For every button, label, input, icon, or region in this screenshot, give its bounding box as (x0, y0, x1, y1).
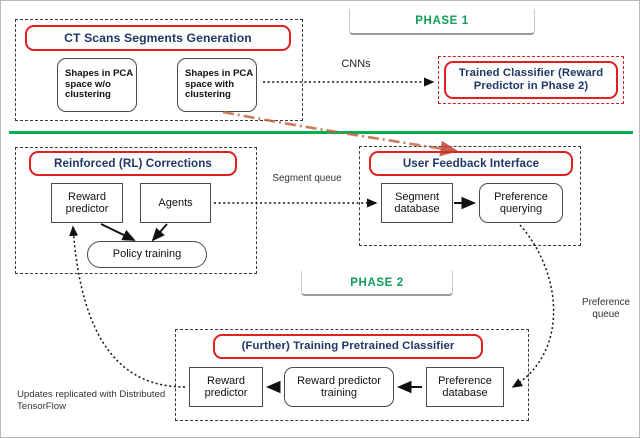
phase-1-label: PHASE 1 (415, 15, 469, 27)
further-training-title-text: (Further) Training Pretrained Classifier (241, 339, 455, 352)
preference-database-box: Preference database (426, 367, 504, 407)
segment-database-box: Segment database (381, 183, 453, 223)
rl-agents-label: Agents (158, 196, 193, 209)
preference-queue-label: Preference queue (582, 297, 630, 320)
segment-database-label: Segment database (394, 190, 440, 215)
user-feedback-title: User Feedback Interface (369, 151, 573, 176)
phase-1-tab: PHASE 1 (349, 9, 535, 35)
reward-predictor-training-label: Reward predictor training (297, 374, 381, 399)
segment-queue-label: Segment queue (272, 173, 342, 184)
rl-reward-predictor-box: Reward predictor (51, 183, 123, 223)
policy-training-box: Policy training (87, 241, 207, 268)
shapes-pca-without-clustering-label: Shapes in PCA space w/o clustering (65, 67, 133, 101)
phase-2-tab: PHASE 2 (301, 271, 453, 296)
rl-agents-box: Agents (140, 183, 211, 223)
training-reward-predictor-label: Reward predictor (204, 374, 248, 399)
shapes-pca-with-clustering-label: Shapes in PCA space with clustering (185, 67, 253, 101)
policy-training-label: Policy training (112, 248, 182, 261)
reward-predictor-training-box: Reward predictor training (284, 367, 394, 407)
trained-classifier-title: Trained Classifier (Reward Predictor in … (444, 61, 618, 99)
further-training-title: (Further) Training Pretrained Classifier (213, 334, 483, 359)
user-feedback-group (359, 146, 581, 246)
rl-corrections-title-text: Reinforced (RL) Corrections (54, 156, 212, 170)
shapes-pca-without-clustering-box: Shapes in PCA space w/o clustering (57, 58, 137, 112)
ct-scans-group (15, 19, 303, 121)
ct-scans-title-text: CT Scans Segments Generation (64, 30, 252, 45)
phase-2-label: PHASE 2 (350, 276, 404, 289)
preference-querying-label: Preference querying (494, 190, 548, 215)
preference-database-label: Preference database (438, 374, 492, 399)
preference-querying-box: Preference querying (479, 183, 563, 223)
user-feedback-title-text: User Feedback Interface (402, 156, 540, 170)
trained-classifier-title-text: Trained Classifier (Reward Predictor in … (458, 67, 604, 92)
trained-classifier-group (438, 56, 624, 104)
cnns-edge-label: CNNs (341, 58, 371, 70)
rl-corrections-title: Reinforced (RL) Corrections (29, 151, 237, 176)
training-reward-predictor-box: Reward predictor (189, 367, 263, 407)
updates-note-label: Updates replicated with Distributed Tens… (17, 389, 166, 412)
shapes-pca-with-clustering-box: Shapes in PCA space with clustering (177, 58, 257, 112)
rl-reward-predictor-label: Reward predictor (65, 190, 109, 215)
ct-scans-title: CT Scans Segments Generation (25, 25, 291, 51)
phase-divider-line (9, 131, 633, 134)
